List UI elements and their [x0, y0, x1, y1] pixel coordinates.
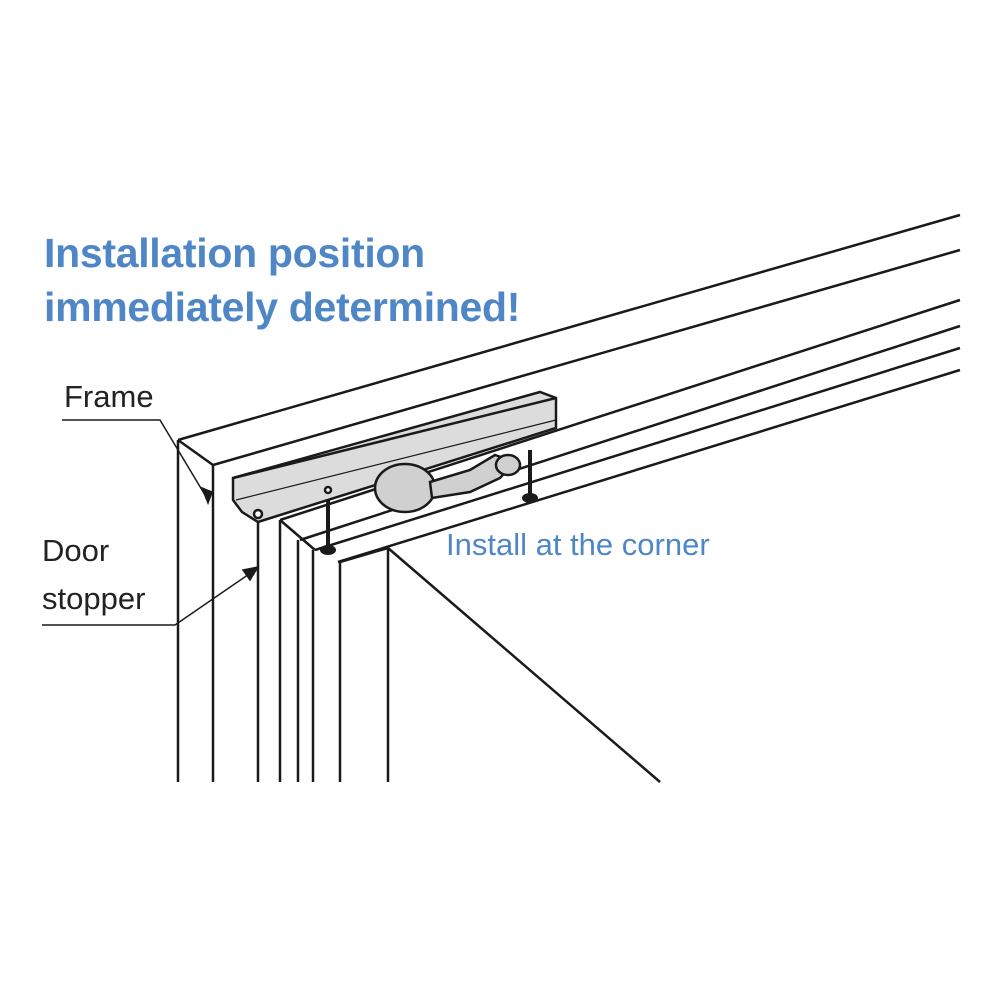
- frame-label: Frame: [64, 379, 154, 414]
- screw-icons: [320, 450, 538, 555]
- leader-lines: [42, 419, 260, 626]
- door-stopper-label-1: Door: [42, 533, 110, 568]
- frame-verticals: [176, 440, 661, 783]
- headline-line-2: immediately determined!: [44, 284, 521, 330]
- door-closer-device: [231, 390, 558, 524]
- install-note: Install at the corner: [446, 527, 710, 562]
- door-stopper-label-2: stopper: [42, 581, 146, 616]
- headline: Installation position immediately determ…: [44, 226, 520, 334]
- headline-line-1: Installation position: [44, 230, 425, 276]
